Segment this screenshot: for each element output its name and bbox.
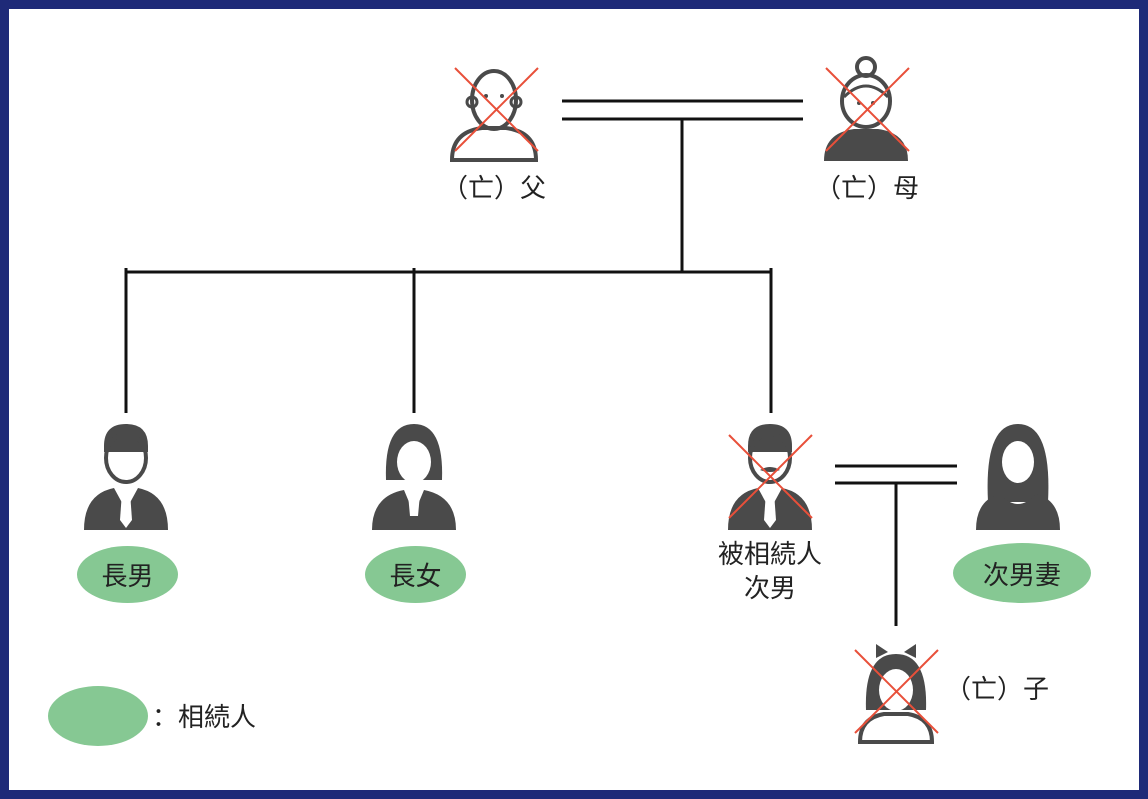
eldest-son-heir-badge: 長男	[77, 546, 178, 603]
child-label: （亡）子	[944, 675, 1049, 705]
deceased-cross-father	[454, 67, 539, 152]
legend-text: ：相続人	[152, 703, 257, 733]
second-son-label-line2: 次男	[743, 574, 796, 604]
legend-heir-swatch	[48, 686, 148, 746]
elderly-woman-icon	[824, 56, 908, 161]
mother-label: （亡）母	[814, 174, 919, 204]
eldest-daughter-label: 長女	[389, 562, 442, 592]
second-son-label-line1: 被相続人	[717, 540, 822, 570]
eldest-daughter-heir-badge: 長女	[365, 546, 466, 603]
deceased-cross-second-son	[728, 434, 813, 519]
deceased-cross-mother	[825, 67, 910, 152]
eldest-son-label: 長男	[101, 562, 154, 592]
second-son-wife-label: 次男妻	[982, 560, 1061, 591]
father-label: （亡）父	[441, 174, 546, 204]
woman-icon	[372, 424, 456, 530]
deceased-cross-child	[854, 649, 939, 734]
woman-long-hair-icon	[976, 424, 1060, 530]
elderly-man-icon	[449, 69, 539, 162]
man-suit-icon	[84, 424, 168, 530]
second-son-wife-heir-badge: 次男妻	[953, 543, 1091, 603]
